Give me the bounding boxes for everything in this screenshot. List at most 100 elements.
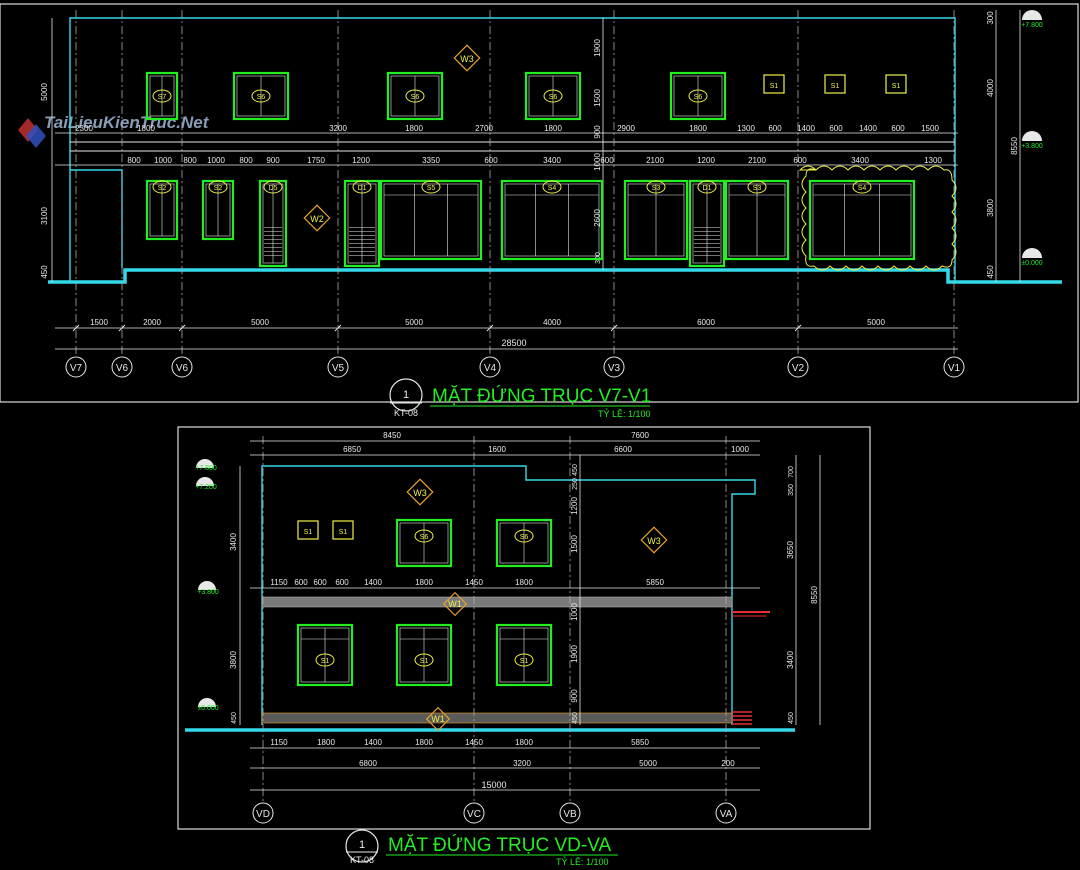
bottom-top-dim2: 1600 — [488, 445, 506, 454]
top-cv-2600: 2600 — [593, 209, 602, 227]
dim-tick — [610, 324, 618, 332]
top-mid-dim: 2100 — [748, 156, 766, 165]
top-axis-bubble — [787, 356, 809, 378]
top-right-dim-4000: 4000 — [986, 79, 995, 97]
bottom-cv-250: 250 — [572, 478, 579, 490]
top-title-block: 1 KT-08 MẶT ĐỨNG TRỤC V7-V1 TỶ LỆ: 1/100 — [389, 378, 651, 419]
top-dimension-lines — [55, 132, 958, 350]
top-axis-label: V6 — [176, 363, 189, 374]
vent-tag: S1 — [831, 83, 840, 90]
top-axis-bubble — [111, 356, 133, 378]
top-mid-dim: 1750 — [307, 156, 325, 165]
bottom-center-vertical-dims: 450 250 1200 1500 1000 1900 900 450 — [570, 455, 581, 725]
window-tag: S6 — [694, 94, 703, 101]
top-upper-dim: 1800 — [405, 124, 423, 133]
tag-ellipse — [208, 180, 228, 194]
top-right-dim-450: 450 — [986, 265, 995, 279]
bottom-scale-label: TỶ LỆ: 1/100 — [556, 856, 609, 865]
bottom-right-dim-450: 450 — [788, 712, 795, 724]
top-mid-dim: 600 — [793, 156, 807, 165]
bottom-upper-row-dim: 600 — [294, 578, 308, 587]
top-upper-dim: 1800 — [137, 124, 155, 133]
bottom-top-dim: 8450 — [383, 431, 401, 440]
top-upper-dim: 600 — [829, 124, 843, 133]
top-mid-dim: 1000 — [154, 156, 172, 165]
vent-frame — [332, 520, 354, 540]
bottom-upper-row-dim: 600 — [335, 578, 349, 587]
top-upper-dim: 600 — [768, 124, 782, 133]
tag-ellipse — [315, 653, 335, 667]
bottom-floor-band — [261, 596, 770, 725]
bottom-axis-dim: 6800 — [359, 759, 377, 768]
bottom-tag-w1a: W1 — [448, 599, 462, 609]
tag-ellipse — [543, 89, 563, 103]
top-axis-bubble — [479, 356, 501, 378]
top-axis-dim: 5000 — [867, 318, 885, 327]
dim-tick — [72, 324, 80, 332]
bottom-title-number: 1 — [359, 839, 365, 851]
bottom-lower-row-dim: 1400 — [364, 738, 382, 747]
top-mid-dim: 3400 — [851, 156, 869, 165]
tag-ellipse — [421, 180, 441, 194]
bottom-level-3800: +3.800 — [197, 589, 219, 596]
top-cv-1500: 1500 — [593, 89, 602, 107]
bottom-upper-row-dim: 1400 — [364, 578, 382, 587]
window-tag: S6 — [257, 94, 266, 101]
top-right-dim-3800: 3800 — [986, 199, 995, 217]
window-tag: S6 — [420, 534, 429, 541]
top-right-vertical-dims: 300 4000 3800 450 8550 — [986, 10, 1021, 282]
vent-tag: S1 — [770, 83, 779, 90]
bottom-cv-1200: 1200 — [570, 497, 579, 515]
bottom-upper-row-dim: 1800 — [515, 578, 533, 587]
top-upper-dim: 2700 — [475, 124, 493, 133]
top-axis-label: V7 — [70, 363, 83, 374]
bottom-lower-row-dim: 5850 — [631, 738, 649, 747]
top-level-3800: +3.800 — [1021, 143, 1043, 150]
top-axis-bubble — [603, 356, 625, 378]
top-level-markers: +7.800 +3.800 ±0.000 — [1021, 10, 1043, 267]
tag-ellipse — [152, 89, 172, 103]
tag-ellipse — [514, 653, 534, 667]
bottom-cv-1500: 1500 — [570, 535, 579, 553]
top-left-vertical-dims: 5000 3100 450 — [40, 18, 53, 282]
window-sash — [504, 183, 600, 257]
top-axis-lines — [75, 10, 955, 356]
top-axis-dim: 5000 — [251, 318, 269, 327]
top-mid-dim: 3350 — [422, 156, 440, 165]
tag-ellipse — [646, 180, 666, 194]
top-upper-dim: 600 — [891, 124, 905, 133]
top-mid-dim: 800 — [239, 156, 253, 165]
top-left-dim-5000: 5000 — [40, 83, 49, 101]
window-frame — [395, 518, 453, 568]
window-tag: S6 — [549, 94, 558, 101]
window-frame — [145, 71, 179, 121]
bottom-tag-w3b: W3 — [647, 536, 661, 546]
window-tag: D5 — [269, 185, 278, 192]
bottom-level-0000: ±0.000 — [197, 705, 218, 712]
top-mid-dim: 1200 — [697, 156, 715, 165]
bottom-level-7200: +7.200 — [195, 484, 217, 491]
top-axis-label: V2 — [792, 363, 805, 374]
top-cv-900: 900 — [593, 125, 602, 139]
window-tag: D1 — [358, 185, 367, 192]
bottom-left-dim-3800: 3800 — [229, 651, 238, 669]
bottom-top-dim2: 6600 — [614, 445, 632, 454]
top-mid-dim: 600 — [600, 156, 614, 165]
window-tag: S5 — [427, 185, 436, 192]
top-axis-dim: 4000 — [543, 318, 561, 327]
window-frame — [495, 518, 553, 568]
bottom-right-dim-8550: 8550 — [810, 586, 819, 604]
bottom-building-outline — [261, 465, 756, 725]
revision-cloud — [798, 165, 957, 271]
bottom-axis-label: VC — [467, 809, 481, 820]
window-tag: S4 — [548, 185, 557, 192]
top-axis-label: V1 — [948, 363, 961, 374]
tag-ellipse — [414, 529, 434, 543]
window-frame — [232, 71, 290, 121]
window-frame — [524, 71, 582, 121]
